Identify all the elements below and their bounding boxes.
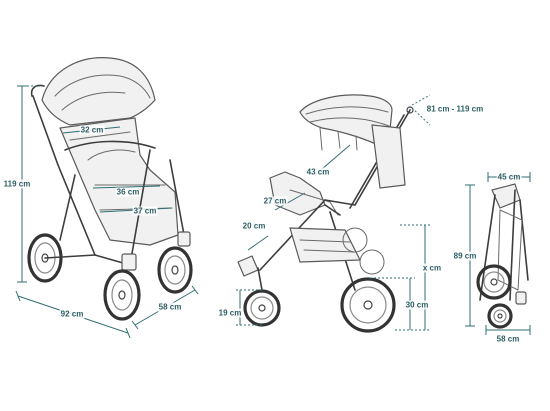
seat-width-label: 32 cm — [79, 125, 105, 135]
front-wheel-right-front-view — [157, 246, 193, 294]
handle-bar — [30, 84, 45, 97]
footrest-depth-label: 37 cm — [132, 206, 158, 216]
side-view-dimensions — [236, 94, 431, 331]
folded-depth-label: 58 cm — [495, 334, 521, 344]
side-view-stroller — [237, 94, 414, 333]
front-width-label: 58 cm — [157, 302, 183, 312]
seat-height-label: x cm — [421, 263, 443, 273]
legrest-length-label: 20 cm — [241, 221, 267, 231]
backrest-length-label: 43 cm — [305, 167, 331, 177]
folded-stroller — [476, 183, 529, 329]
front-wheel-left-front-view — [103, 269, 141, 321]
folded-small-wheel — [487, 303, 513, 329]
front-wheel-label: 19 cm — [217, 308, 243, 318]
seat-length-label: 27 cm — [262, 196, 288, 206]
folded-width-label: 45 cm — [496, 172, 522, 182]
rear-wheel-label: 30 cm — [404, 300, 430, 310]
seat-front — [59, 117, 179, 246]
canopy-front — [41, 57, 156, 126]
front-view-stroller — [27, 57, 193, 321]
seat-depth-label: 36 cm — [115, 187, 141, 197]
front-wheel-side — [243, 289, 281, 327]
front-length-label: 92 cm — [59, 309, 85, 319]
handle-height-label: 81 cm - 119 cm — [425, 104, 485, 114]
folded-large-wheel — [476, 264, 512, 300]
folded-height-label: 89 cm — [452, 251, 478, 261]
rear-wheel-side — [340, 277, 396, 333]
front-height-label: 119 cm — [2, 179, 32, 189]
